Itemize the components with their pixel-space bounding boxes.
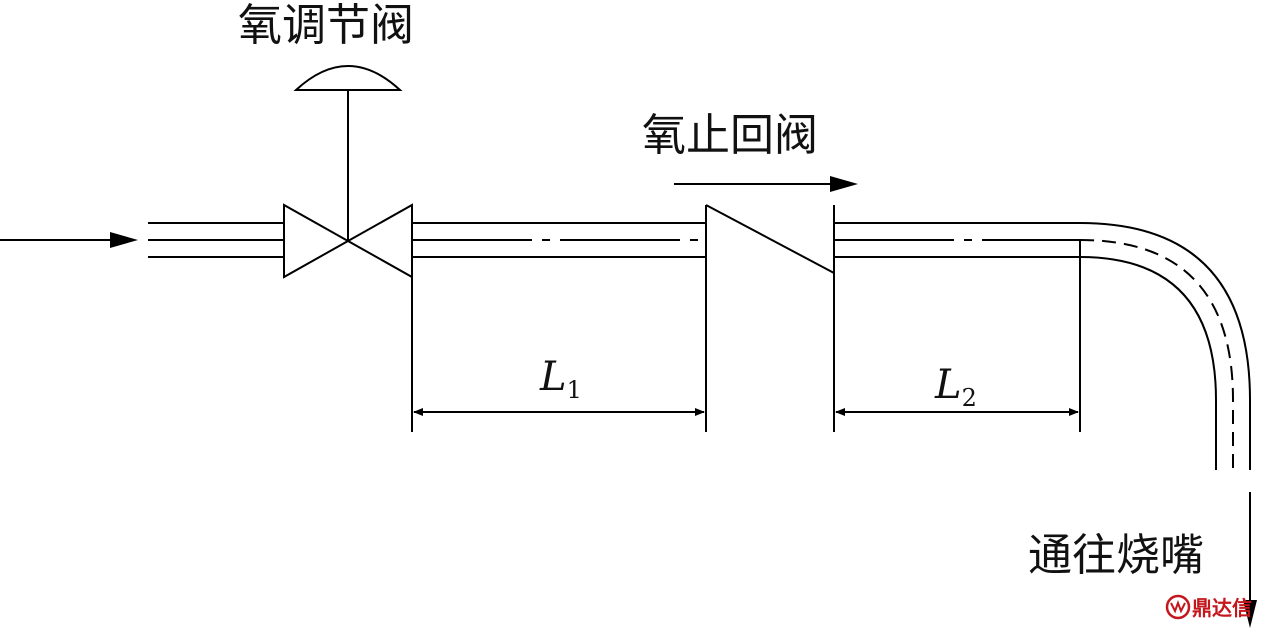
control-valve-label: 氧调节阀 [238, 0, 414, 51]
control-valve-symbol [283, 65, 413, 279]
dimension-l2-label: L2 [934, 362, 977, 412]
check-valve-label: 氧止回阀 [642, 110, 818, 161]
dimension-l1-label: L1 [539, 354, 582, 404]
pipe-segment-l2 [834, 222, 1080, 258]
watermark-logo: 鼎达信 [1165, 594, 1252, 620]
dimension-l1 [411, 257, 705, 432]
inlet-pipe [148, 222, 284, 258]
inlet-flow-arrow [0, 232, 138, 248]
pipe-segment-l1 [412, 222, 706, 258]
outlet-flow-arrow [1243, 492, 1257, 628]
watermark-text: 鼎达信 [1192, 596, 1252, 620]
outlet-label: 通往烧嘴 [1028, 530, 1204, 581]
pipe-elbow [1079, 222, 1251, 470]
check-valve-symbol [705, 204, 835, 432]
flow-direction-arrow [674, 176, 858, 192]
